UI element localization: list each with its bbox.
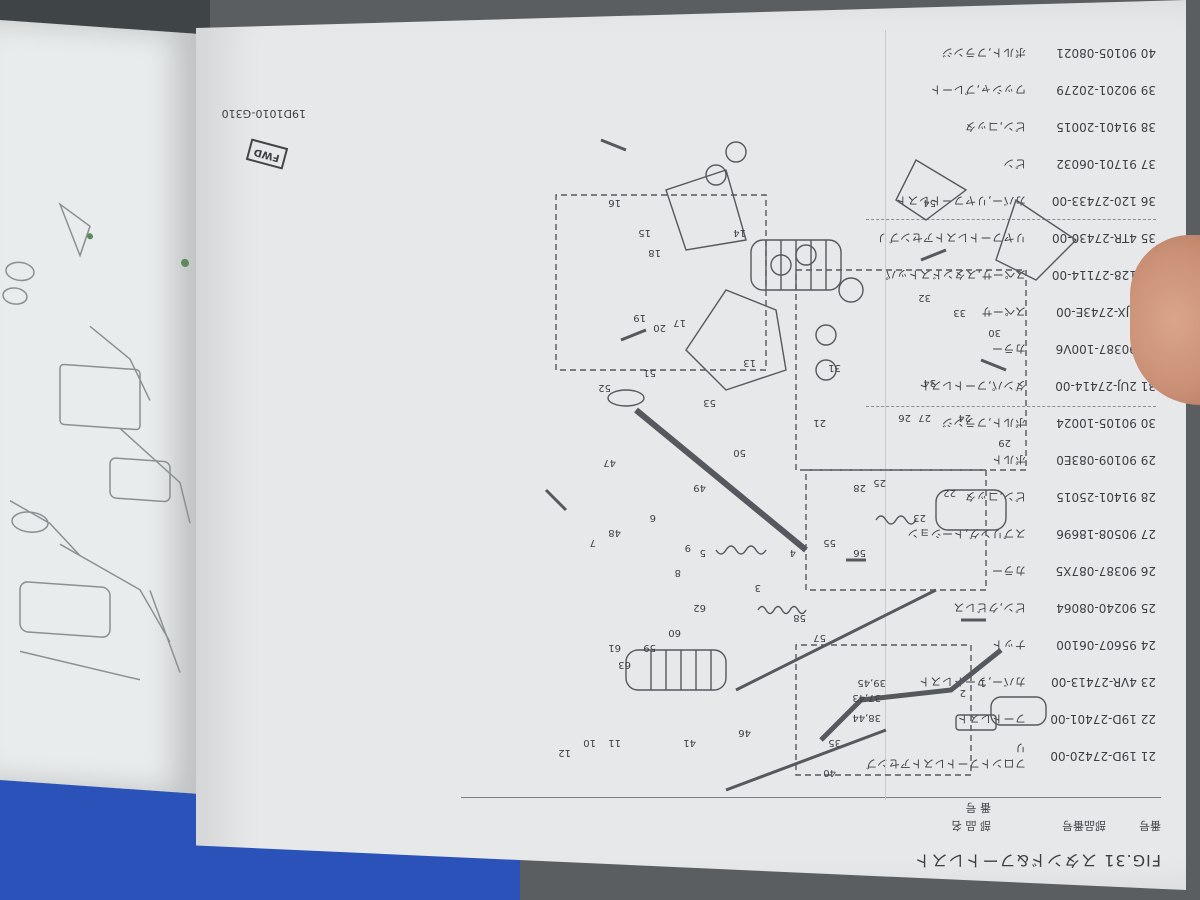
callout: 17 (673, 317, 686, 328)
callout: 51 (643, 367, 656, 378)
callout: 37,43 (852, 692, 881, 703)
callout: 7 (590, 537, 596, 548)
callout: 25 (873, 477, 886, 488)
callout: 63 (618, 659, 631, 670)
footrest-bracket (685, 289, 787, 391)
callout: 41 (683, 737, 696, 748)
callout: 49 (693, 482, 706, 493)
spring (875, 515, 917, 525)
damper (815, 359, 837, 381)
rear-bracket (665, 169, 747, 251)
callout: 11 (608, 737, 621, 748)
callout: 9 (685, 542, 691, 553)
collar (725, 141, 747, 163)
callout: 27 (918, 412, 931, 423)
callout: 6 (650, 512, 656, 523)
callout: 30 (988, 327, 1001, 338)
shift-rod (725, 728, 887, 792)
group-box-rider-footrest-left (555, 194, 767, 371)
callout: 38,44 (852, 712, 881, 723)
callout: 55 (823, 537, 836, 548)
callout: 13 (743, 357, 756, 368)
footpeg-rubber-left (935, 489, 1007, 531)
catalog-page (196, 0, 1186, 890)
catalog-content-upside-down: FIG.31 スタンド&フートレスト 番号 部品番号 部 品 名 番 号 21 … (196, 0, 1186, 890)
callout: 47 (603, 457, 616, 468)
pedal-tip (955, 714, 997, 731)
bracket-top (995, 198, 1078, 281)
stand-foot (607, 389, 645, 407)
callout: 19 (633, 312, 646, 323)
callout: 31 (828, 362, 841, 373)
damper (815, 324, 837, 346)
callout: 26 (898, 412, 911, 423)
damper (838, 277, 864, 303)
callout: 12 (558, 747, 571, 758)
callout: 20 (653, 322, 666, 333)
left-book-page (0, 20, 200, 794)
callout: 61 (608, 642, 621, 653)
side-stand (634, 407, 808, 553)
footpeg-rubber-rear (625, 649, 727, 691)
callout: 21 (813, 417, 826, 428)
callout: 1 (980, 677, 986, 688)
callout: 53 (703, 397, 716, 408)
footpeg-rubber-front (750, 239, 842, 291)
callout: 16 (608, 197, 621, 208)
callout: 15 (638, 227, 651, 238)
callout: 35 (828, 737, 841, 748)
callout: 14 (733, 227, 746, 238)
callout: 28 (853, 482, 866, 493)
collar (795, 244, 817, 266)
callout: 52 (598, 382, 611, 393)
callout: 33 (953, 307, 966, 318)
callout: 4 (790, 547, 796, 558)
bracket-small (895, 159, 968, 221)
callout: 3 (755, 582, 761, 593)
callout: 46 (738, 727, 751, 738)
bolts (544, 138, 1007, 622)
footpeg-rubber-bottom (990, 696, 1047, 726)
callout: 2 (960, 687, 966, 698)
callout: 24 (958, 412, 971, 423)
callout: 56 (853, 547, 866, 558)
callout: 57 (813, 632, 826, 643)
spring (715, 545, 767, 555)
callout: 23 (913, 512, 926, 523)
collar (770, 254, 792, 276)
collar (705, 164, 727, 186)
callout: 62 (693, 602, 706, 613)
exploded-parts-diagram: 1 2 13 14 15 16 17 18 19 20 21 22 23 24 … (544, 138, 1078, 792)
callout: 18 (648, 247, 661, 258)
group-box-rear-footrest (795, 644, 972, 776)
callout: 39,45 (857, 677, 886, 688)
callout: 59 (643, 642, 656, 653)
callout: 32 (918, 292, 931, 303)
callout: 48 (608, 527, 621, 538)
spring (757, 605, 807, 615)
brake-rod (735, 588, 937, 692)
callout: 34 (923, 377, 936, 388)
callout: 60 (668, 627, 681, 638)
callout: 29 (998, 437, 1011, 448)
callout: 5 (700, 547, 706, 558)
callout: 40 (823, 767, 836, 778)
callout: 10 (583, 737, 596, 748)
callout: 54 (923, 197, 936, 208)
callout-labels: 1 2 13 14 15 16 17 18 19 20 21 22 23 24 … (558, 197, 1011, 778)
brake-pedal-arm (819, 648, 1003, 742)
group-box-rider-footrest-right (795, 269, 1027, 471)
left-page-diagram (2, 202, 191, 681)
callout: 8 (675, 567, 681, 578)
callout: 22 (943, 487, 956, 498)
callout: 58 (793, 612, 806, 623)
callout: 50 (733, 447, 746, 458)
